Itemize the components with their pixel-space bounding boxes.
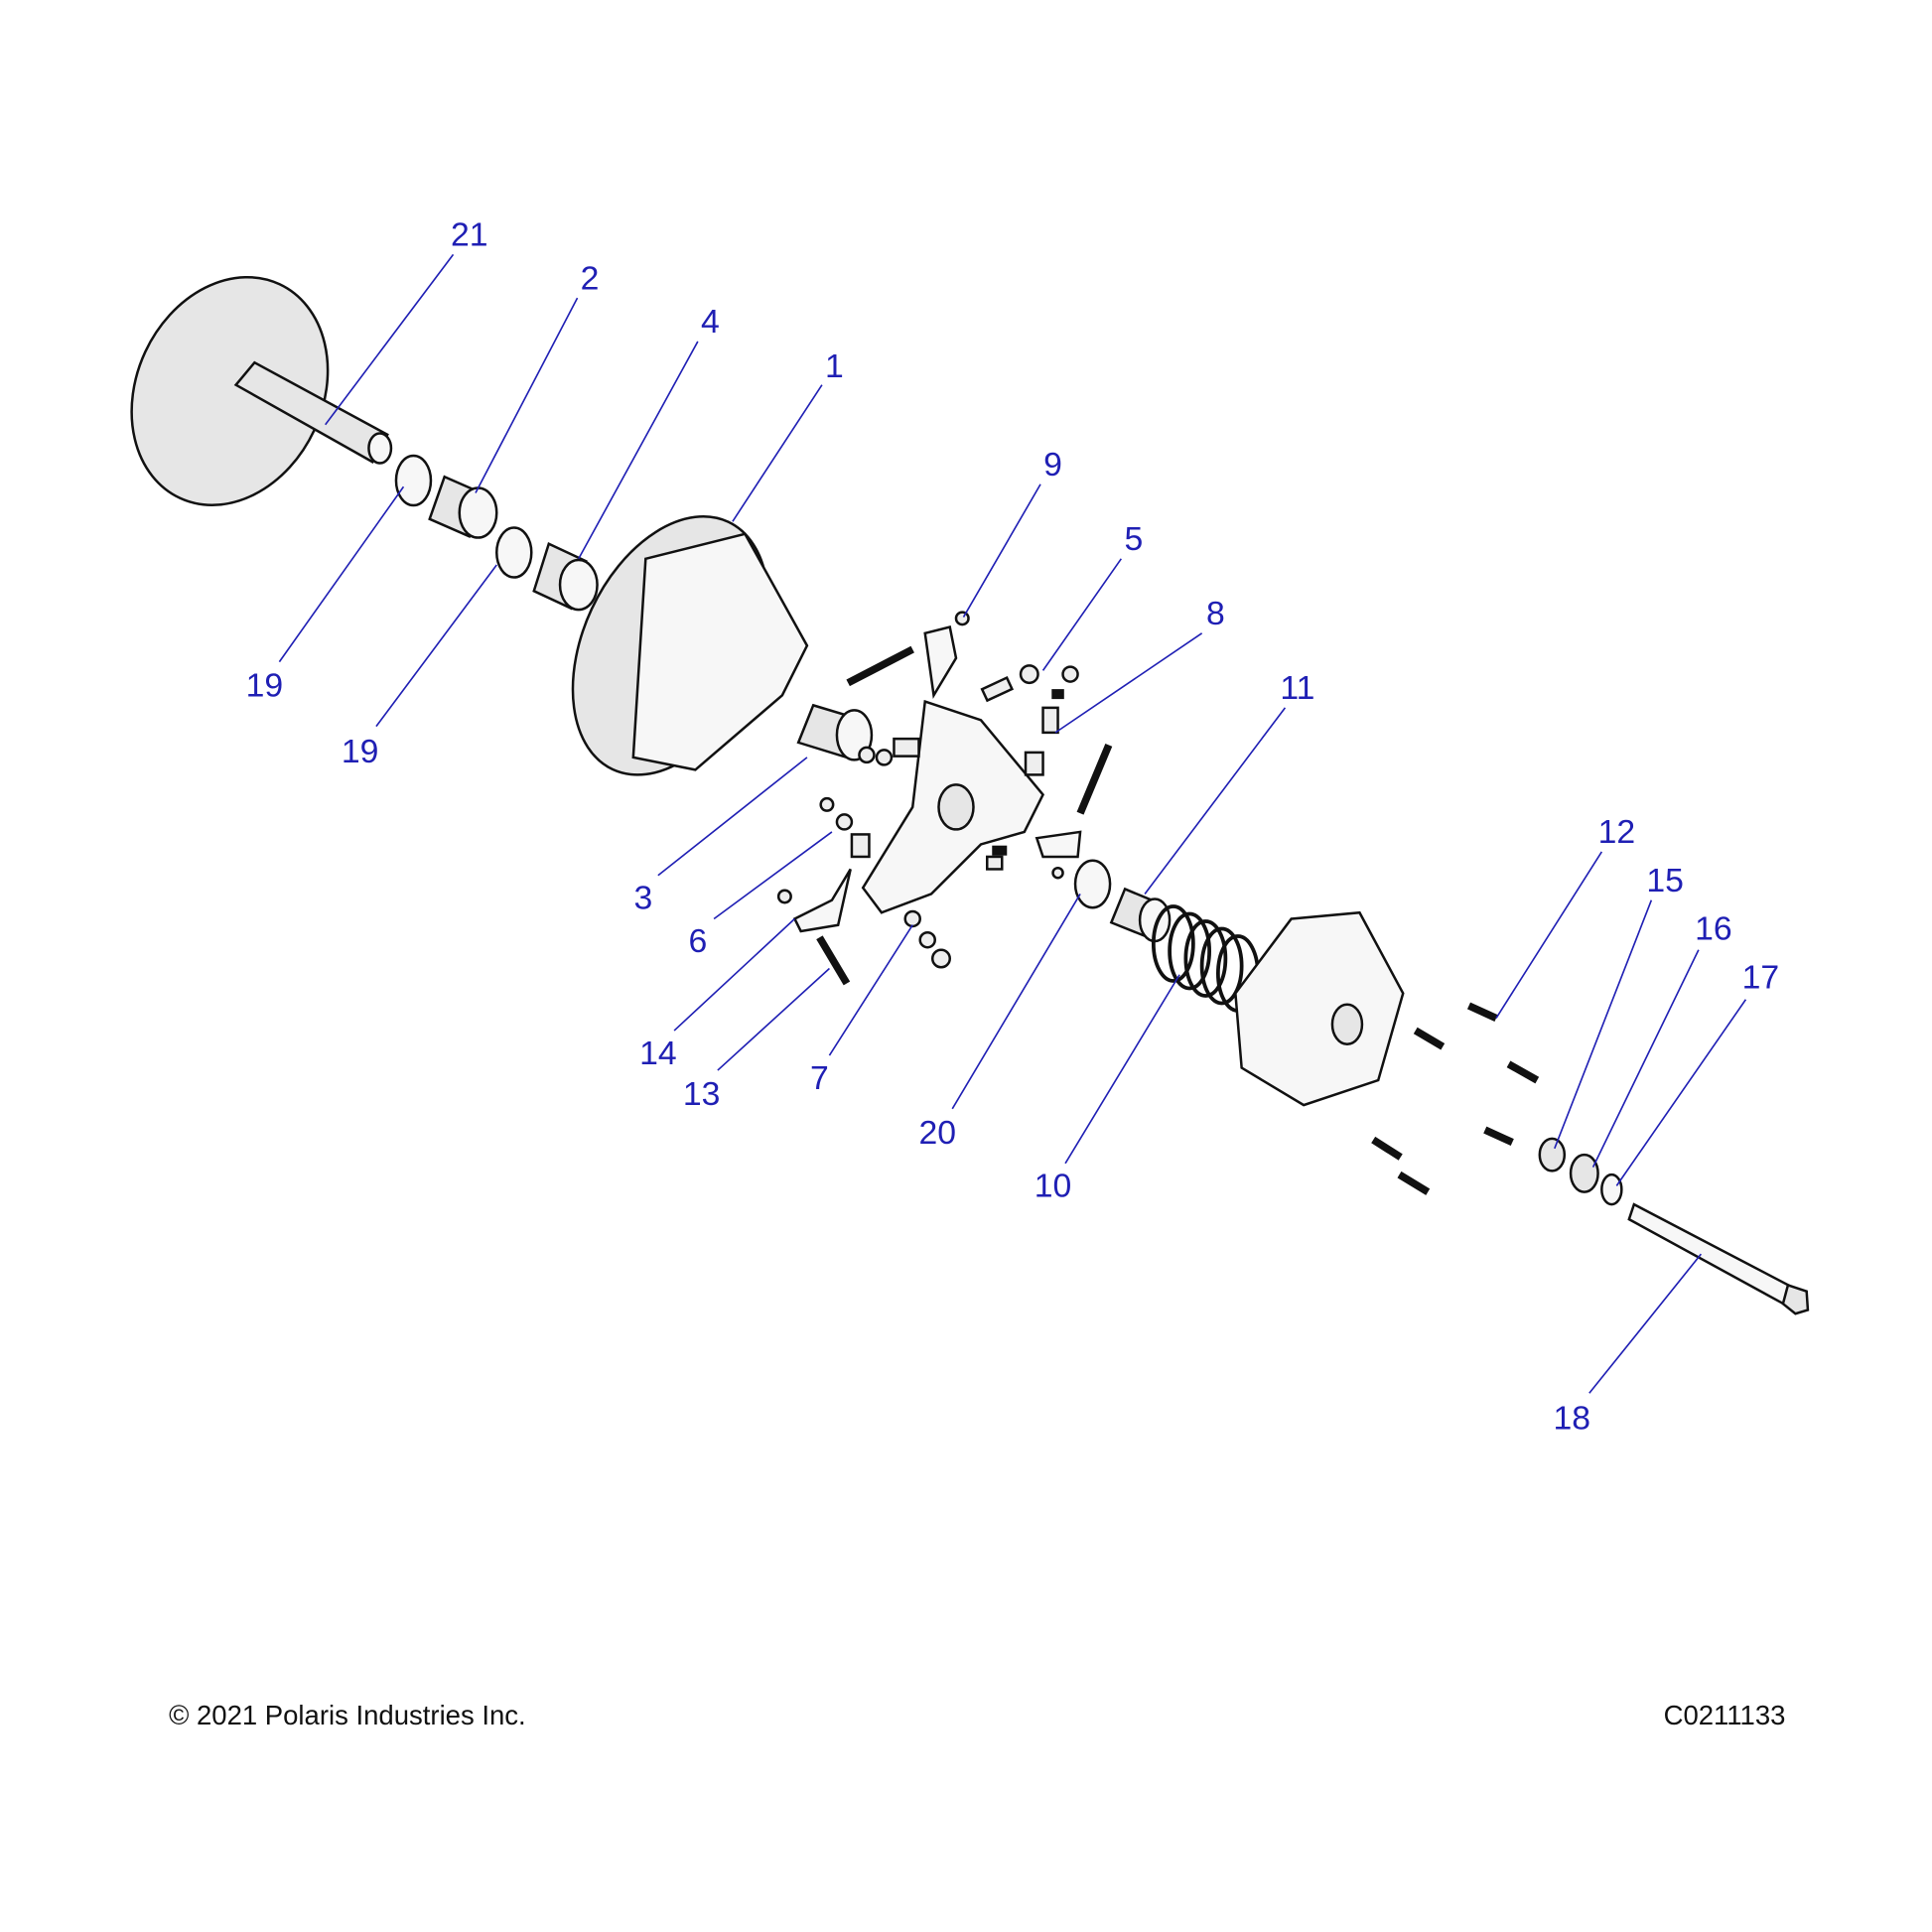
callout-3: 3 — [633, 879, 652, 916]
callout-5: 5 — [1124, 520, 1143, 558]
washer-20 — [1073, 859, 1112, 909]
pin — [816, 935, 851, 986]
callout-19b: 19 — [342, 733, 379, 770]
callout-13: 13 — [683, 1075, 721, 1113]
spacer-15 — [1538, 1137, 1567, 1173]
callout-9: 9 — [1043, 446, 1062, 483]
callout-6: 6 — [688, 922, 707, 960]
callout-8: 8 — [1206, 595, 1225, 632]
figure-id: C0211133 — [1664, 1700, 1786, 1730]
callout-11: 11 — [1280, 669, 1314, 707]
callout-18: 18 — [1554, 1399, 1591, 1437]
movable-sheave — [571, 515, 809, 776]
callout-17: 17 — [1742, 959, 1780, 997]
pin — [846, 645, 914, 687]
bolt-18 — [1627, 1202, 1810, 1315]
cam-weight — [923, 625, 958, 700]
callout-12: 12 — [1598, 813, 1636, 851]
stationary-sheave — [130, 275, 393, 506]
callout-10: 10 — [1035, 1168, 1072, 1205]
cam-weight — [1035, 830, 1082, 859]
callout-15: 15 — [1646, 862, 1684, 899]
o-ring — [495, 526, 533, 579]
callout-1: 1 — [825, 347, 844, 385]
bushing-11 — [1109, 887, 1172, 943]
bushing-2 — [428, 475, 498, 539]
bushing-4 — [532, 542, 599, 612]
callout-20: 20 — [918, 1114, 956, 1152]
copyright: © 2021 Polaris Industries Inc. — [169, 1700, 526, 1730]
spider — [861, 699, 1045, 914]
o-ring — [394, 454, 433, 507]
callout-2: 2 — [581, 259, 600, 297]
washer-16 — [1569, 1153, 1599, 1193]
cam-weight — [792, 868, 852, 933]
leader-lines — [278, 253, 1747, 1394]
callout-21: 21 — [451, 216, 488, 254]
pin — [1076, 743, 1113, 815]
callout-7: 7 — [810, 1059, 829, 1097]
callout-19a: 19 — [246, 667, 284, 705]
rollers-washers — [776, 611, 1079, 969]
callout-4: 4 — [701, 303, 720, 341]
bolts — [1371, 1002, 1540, 1195]
washer-17 — [1600, 1173, 1623, 1206]
cover — [1234, 910, 1405, 1107]
callout-14: 14 — [639, 1035, 677, 1072]
bushing-3 — [796, 703, 874, 761]
cover-hub — [1330, 1003, 1364, 1046]
callout-16: 16 — [1695, 910, 1732, 948]
